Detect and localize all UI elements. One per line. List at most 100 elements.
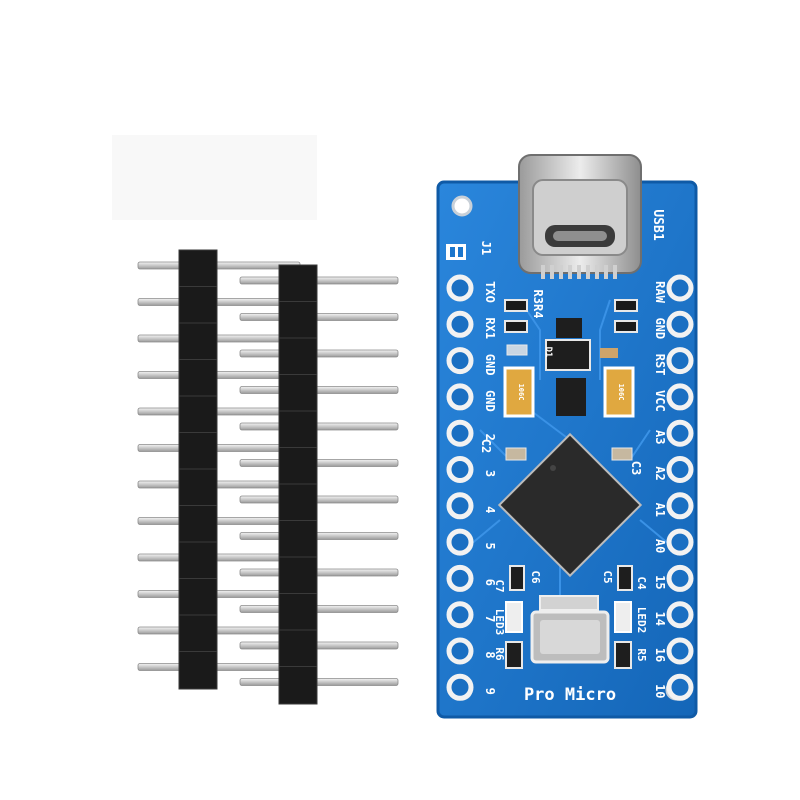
pin-label-14: 14 xyxy=(653,611,667,625)
right-header-pin-9 xyxy=(239,568,399,577)
left-header-plastic-segment xyxy=(178,651,218,690)
right-pad-11 xyxy=(666,637,694,665)
right-header-pin-1 xyxy=(239,276,399,285)
led2-label: LED2 xyxy=(635,607,648,634)
pin-label-raw: RAW xyxy=(653,281,667,303)
pad-column-left xyxy=(446,274,474,701)
pin-label-3: 3 xyxy=(483,470,497,477)
pin-label-16: 16 xyxy=(653,648,667,662)
microcontroller-chip xyxy=(497,432,643,578)
left-header-plastic-segment xyxy=(178,359,218,398)
smd-components: 106C 106C xyxy=(446,244,638,669)
d1-label: D1 xyxy=(543,347,553,358)
left-pad-10 xyxy=(446,601,474,629)
left-header-pin-3 xyxy=(137,334,301,343)
left-header-plastic-segment xyxy=(178,505,218,544)
pin-label-a3: A3 xyxy=(653,430,667,444)
left-header-plastic-segment xyxy=(178,541,218,580)
c3-label: C3 xyxy=(629,461,643,475)
right-header-pin-11 xyxy=(239,641,399,650)
c7-label: C7 xyxy=(493,579,506,592)
pin-label-txo: TXO xyxy=(483,281,497,303)
pin-label-6: 6 xyxy=(483,579,497,586)
right-pad-2 xyxy=(666,310,694,338)
pin-label-9: 9 xyxy=(483,688,497,695)
r5-label: R5 xyxy=(635,648,648,661)
left-header-plastic-segment xyxy=(178,249,218,288)
right-header-plastic-segment xyxy=(278,666,318,705)
pin-label-2: 2 xyxy=(483,434,497,441)
left-pad-8 xyxy=(446,528,474,556)
crystal-oscillator xyxy=(530,610,610,664)
right-pad-5 xyxy=(666,419,694,447)
right-pad-6 xyxy=(666,456,694,483)
left-header-pin-11 xyxy=(137,626,301,635)
c6-label: C6 xyxy=(529,570,542,584)
left-pad-11 xyxy=(446,637,474,665)
right-header-pin-5 xyxy=(239,422,399,431)
right-pad-9 xyxy=(666,564,694,592)
board-name: Pro Micro xyxy=(524,685,616,705)
left-pad-5 xyxy=(446,419,474,447)
left-pad-9 xyxy=(446,564,474,592)
right-header-pin-10 xyxy=(239,605,399,613)
left-header-plastic-segment xyxy=(178,286,218,325)
right-header-plastic-segment xyxy=(278,520,318,559)
left-header-pin-1 xyxy=(137,261,301,270)
pcb-traces xyxy=(469,299,671,600)
right-pad-12 xyxy=(666,673,694,701)
pin-label-7: 7 xyxy=(483,615,497,622)
left-header-plastic-segment xyxy=(178,614,218,653)
right-header-plastic-segment xyxy=(278,337,318,376)
left-header-pin-6 xyxy=(137,444,301,452)
c2-label: C2 xyxy=(479,439,493,453)
right-header-plastic-segment xyxy=(278,264,318,303)
right-header-pin-4 xyxy=(239,386,399,394)
pin-label-vcc: VCC xyxy=(653,390,667,412)
right-header-plastic-segment xyxy=(278,374,318,413)
pad-column-right xyxy=(666,274,694,701)
left-header-pin-9 xyxy=(137,553,301,562)
left-pad-12 xyxy=(446,673,474,701)
right-pad-3 xyxy=(666,347,694,375)
c5-label: C5 xyxy=(601,570,614,583)
capacitor-marking: 106C xyxy=(617,384,625,401)
right-pad-4 xyxy=(666,383,694,411)
r3-r4-label: R3R4 xyxy=(531,290,545,319)
left-header-plastic-segment xyxy=(178,468,218,507)
left-header-pin-5 xyxy=(137,407,301,416)
pin-label-gnd: GND xyxy=(653,317,667,339)
led3-label: LED3 xyxy=(493,609,506,636)
left-header-plastic-segment xyxy=(178,432,218,471)
right-pad-1 xyxy=(666,274,694,302)
left-pad-3 xyxy=(446,347,474,375)
header-label: J1 xyxy=(479,241,493,255)
right-pad-10 xyxy=(666,601,694,629)
right-header-pin-2 xyxy=(239,313,399,321)
capacitor-marking: 106C xyxy=(517,384,525,401)
right-header-pin-3 xyxy=(239,349,399,358)
left-header-pin-10 xyxy=(137,590,301,598)
left-pad-6 xyxy=(446,456,474,483)
right-header-plastic-segment xyxy=(278,410,318,449)
right-header-pin-12 xyxy=(239,678,399,686)
pin-label-15: 15 xyxy=(653,575,667,589)
right-header-plastic-segment xyxy=(278,556,318,595)
pin-label-gnd: GND xyxy=(483,354,497,376)
right-header-plastic-segment xyxy=(278,301,318,340)
left-header-pin-8 xyxy=(137,517,301,525)
right-header-pin-7 xyxy=(239,495,399,504)
background-patch xyxy=(112,135,317,220)
usb-label: USB1 xyxy=(650,209,665,240)
mounting-hole xyxy=(451,195,473,217)
right-header-pin-6 xyxy=(239,459,399,467)
right-header-plastic-segment xyxy=(278,483,318,522)
pin-header-left xyxy=(137,249,301,690)
pin-label-a2: A2 xyxy=(653,466,667,480)
pin-label-10: 10 xyxy=(653,684,667,698)
pin-label-5: 5 xyxy=(483,542,497,549)
right-header-plastic-segment xyxy=(278,447,318,486)
left-header-plastic-segment xyxy=(178,322,218,361)
